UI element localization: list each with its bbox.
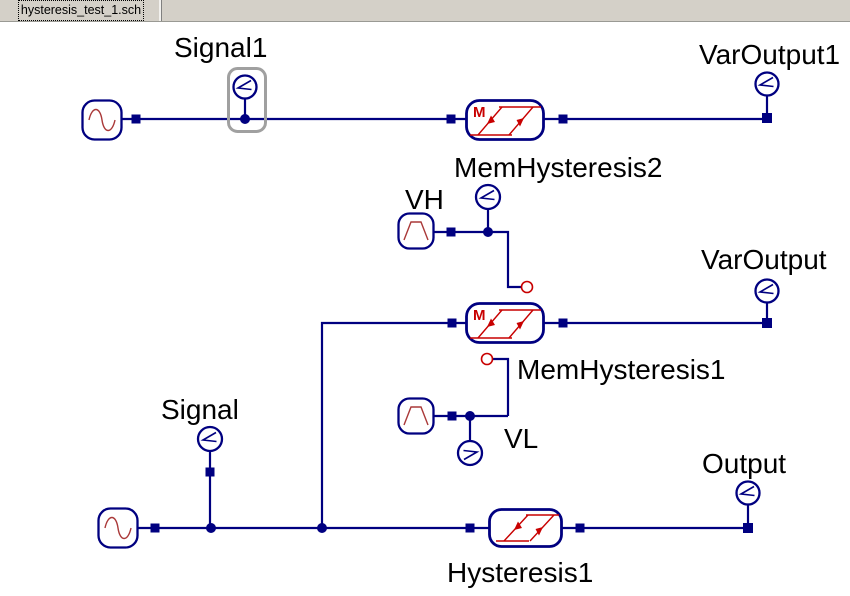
hysteresis-block-1[interactable]	[488, 508, 563, 548]
trapezoid-wave-icon	[403, 406, 429, 426]
loop-arrow-icon	[516, 118, 524, 127]
probe-varoutput[interactable]	[754, 278, 780, 304]
probe-body	[754, 278, 780, 304]
probe-body	[232, 74, 258, 100]
probe-body	[754, 71, 780, 97]
sine-source-2[interactable]	[97, 507, 139, 549]
label-vh[interactable]: VH	[405, 184, 444, 215]
loop-arrow-icon	[514, 521, 522, 530]
tab-title: hysteresis_test_1.sch	[17, 0, 145, 21]
probe-needle-icon	[757, 283, 774, 295]
tab-bar: hysteresis_test_1.sch	[0, 0, 850, 22]
label-varoutput1[interactable]: VarOutput1	[699, 39, 840, 70]
label-vl[interactable]: VL	[504, 423, 538, 454]
label-varoutput[interactable]: VarOutput	[701, 244, 827, 275]
probe-needle-icon	[200, 431, 217, 443]
trapezoid-wave-icon	[403, 221, 429, 241]
probe-signal[interactable]	[196, 425, 224, 453]
sine-source-1[interactable]	[81, 99, 123, 141]
loop-arrow-icon	[487, 318, 495, 327]
port-square	[446, 227, 456, 237]
probe-memhysteresis2[interactable]	[474, 183, 502, 211]
loop-arrow-icon	[487, 115, 495, 124]
source-body	[397, 212, 435, 250]
source-body	[397, 397, 435, 435]
open-node-marker-top	[520, 280, 534, 294]
probe-needle-icon	[235, 79, 252, 91]
probe-vl[interactable]	[456, 439, 484, 467]
wires[interactable]	[122, 96, 769, 530]
port-square	[558, 114, 568, 124]
probe-needle-icon	[463, 449, 480, 461]
loop-arrow-icon	[516, 321, 524, 330]
label-memhysteresis1[interactable]: MemHysteresis1	[517, 354, 725, 385]
junction-dot	[206, 523, 216, 533]
sine-wave-icon	[88, 108, 116, 132]
mem-hysteresis-block-1[interactable]: M	[465, 99, 545, 141]
trapezoid-source-vl[interactable]	[397, 397, 435, 435]
label-memhysteresis2[interactable]: MemHysteresis2	[454, 152, 662, 183]
port-square	[205, 467, 215, 477]
label-signal[interactable]: Signal	[161, 394, 239, 425]
wire-end-square	[762, 113, 772, 123]
mem-hysteresis-block-2[interactable]: M	[465, 302, 545, 344]
wire-end-square	[762, 318, 772, 328]
probe-body	[196, 425, 224, 453]
junction-dot	[317, 523, 327, 533]
port-square	[150, 523, 160, 533]
probe-needle-icon	[757, 76, 774, 88]
junction-dot	[240, 114, 250, 124]
tab-hysteresis-test[interactable]: hysteresis_test_1.sch	[1, 0, 162, 21]
junction-dot	[483, 227, 493, 237]
wire-junctions	[206, 114, 493, 533]
port-square	[131, 114, 141, 124]
probe-varoutput1[interactable]	[754, 71, 780, 97]
loop-arrow-icon	[535, 527, 543, 536]
probe-needle-icon	[738, 485, 755, 497]
port-square	[446, 114, 456, 124]
junction-dot	[465, 411, 475, 421]
port-square	[447, 318, 457, 328]
probe-body	[456, 439, 484, 467]
open-node-marker-bottom	[480, 352, 494, 366]
memory-port-letter: M	[473, 104, 486, 121]
sine-wave-icon	[104, 516, 132, 540]
port-square	[465, 523, 475, 533]
port-square	[575, 523, 585, 533]
probe-body	[735, 480, 761, 506]
port-square	[558, 318, 568, 328]
label-output[interactable]: Output	[702, 448, 786, 479]
wire[interactable]	[434, 230, 521, 289]
label-signal1[interactable]: Signal1	[174, 32, 267, 63]
trapezoid-source-vh[interactable]	[397, 212, 435, 250]
selection-box	[227, 67, 267, 133]
label-hysteresis1[interactable]: Hysteresis1	[447, 557, 593, 588]
wire[interactable]	[493, 357, 510, 416]
probe-signal1[interactable]	[232, 74, 258, 100]
wire[interactable]	[320, 321, 467, 528]
block-body	[465, 302, 545, 344]
block-body	[465, 99, 545, 141]
port-nodes	[131, 113, 772, 533]
port-square	[447, 411, 457, 421]
probe-output[interactable]	[735, 480, 761, 506]
memory-port-letter: M	[473, 307, 486, 324]
wire-end-square	[743, 523, 753, 533]
probe-body	[474, 183, 502, 211]
probe-needle-icon	[478, 189, 495, 201]
